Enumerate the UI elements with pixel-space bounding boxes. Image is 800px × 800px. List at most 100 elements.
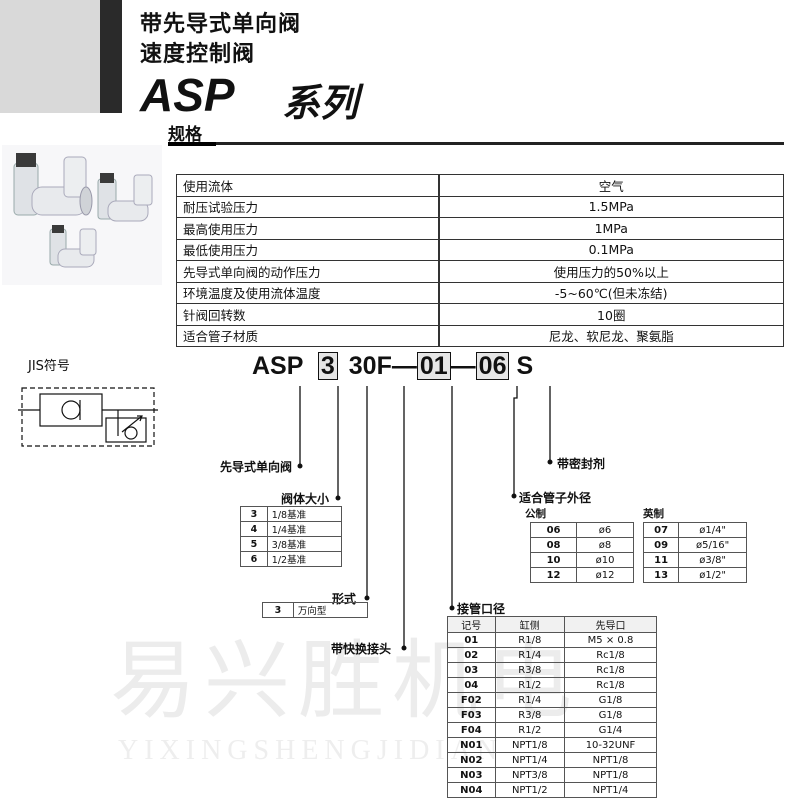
port-pilot: NPT1/4	[564, 782, 657, 798]
port-pilot: G1/4	[564, 722, 657, 738]
valve-small	[49, 225, 97, 268]
metric-size: ø12	[576, 567, 634, 583]
port-pilot: Rc1/8	[564, 662, 657, 678]
spec-value: 1MPa	[438, 217, 784, 240]
label-sealant: 带密封剂	[557, 457, 606, 471]
port-code: 02	[447, 647, 496, 663]
spec-item: 最高使用压力	[176, 217, 440, 240]
spec-divider-accent	[168, 142, 216, 146]
spec-row: 环境温度及使用流体温度-5~60℃(但未冻结)	[176, 281, 784, 304]
code-zero: 0	[362, 352, 377, 380]
code-fitting: F	[376, 352, 392, 380]
inch-code: 13	[642, 567, 680, 583]
valve-large	[13, 153, 93, 216]
port-code: 04	[447, 677, 496, 693]
metric-code: 12	[529, 567, 578, 583]
port-header-code: 记号	[447, 616, 496, 633]
port-pilot: NPT1/8	[564, 752, 657, 768]
title-line-1: 带先导式单向阀	[140, 12, 302, 37]
inch-size: ø1/2"	[678, 567, 747, 583]
inch-size: ø3/8"	[678, 552, 747, 568]
title-line-2: 速度控制阀	[140, 42, 256, 67]
port-code: N02	[447, 752, 496, 768]
port-cyl: NPT3/8	[494, 767, 566, 783]
port-code: 03	[447, 662, 496, 678]
metric-code: 06	[529, 522, 578, 538]
port-pilot: M5 × 0.8	[564, 632, 657, 648]
inch-code: 09	[642, 537, 680, 553]
label-inch: 英制	[643, 508, 664, 520]
header-black-bar	[100, 0, 122, 113]
body-size-code: 4	[240, 521, 268, 537]
label-body-size: 阀体大小	[281, 492, 330, 506]
code-sealant: S	[516, 352, 534, 380]
port-pilot: G1/8	[564, 707, 657, 723]
body-size-desc: 1/4基准	[266, 521, 343, 537]
spec-value: 0.1MPa	[438, 238, 784, 261]
port-code: F04	[447, 722, 496, 738]
port-code: 01	[447, 632, 496, 648]
port-header-row: 记号缸侧先导口	[447, 616, 657, 633]
spec-item: 适合管子材质	[176, 324, 440, 347]
port-code: F03	[447, 707, 496, 723]
model-code: ASP 3 30F—01—06 S	[252, 352, 533, 381]
label-port-size: 接管口径	[457, 602, 506, 616]
metric-size: ø10	[576, 552, 634, 568]
metric-code: 08	[529, 537, 578, 553]
body-size-desc: 3/8基准	[266, 536, 343, 552]
series-code: ASP	[140, 69, 235, 121]
body-size-code: 5	[240, 536, 268, 552]
port-pilot: Rc1/8	[564, 647, 657, 663]
body-size-desc: 1/8基准	[266, 506, 343, 522]
code-series: ASP	[252, 352, 303, 380]
form-code: 3	[262, 602, 294, 618]
product-photo	[2, 145, 162, 285]
port-cyl: R1/2	[494, 677, 566, 693]
form-desc: 万向型	[292, 602, 369, 618]
label-pilot-check: 先导式单向阀	[220, 460, 293, 474]
watermark-pinyin: YIXINGSHENGJIDIAN	[118, 735, 504, 766]
port-cyl: R1/4	[494, 647, 566, 663]
header-grey-block	[0, 0, 100, 113]
port-pilot: NPT1/8	[564, 767, 657, 783]
port-cyl: NPT1/4	[494, 752, 566, 768]
port-pilot: 10-32UNF	[564, 737, 657, 753]
port-cyl: R3/8	[494, 707, 566, 723]
spec-item: 环境温度及使用流体温度	[176, 281, 440, 304]
port-header-pilot: 先导口	[564, 616, 657, 633]
port-pilot: G1/8	[564, 692, 657, 708]
code-tube-od: 06	[475, 352, 510, 380]
inch-code: 11	[642, 552, 680, 568]
code-body-size: 3	[317, 352, 338, 380]
spec-row: 适合管子材质尼龙、软尼龙、聚氨脂	[176, 324, 784, 347]
spec-heading: 规格	[168, 125, 202, 145]
code-dash-1: —	[391, 352, 417, 380]
port-pilot: Rc1/8	[564, 677, 657, 693]
series-word: 系列	[282, 81, 359, 125]
label-with-fitting: 带快换接头	[331, 642, 392, 656]
port-code: N01	[447, 737, 496, 753]
